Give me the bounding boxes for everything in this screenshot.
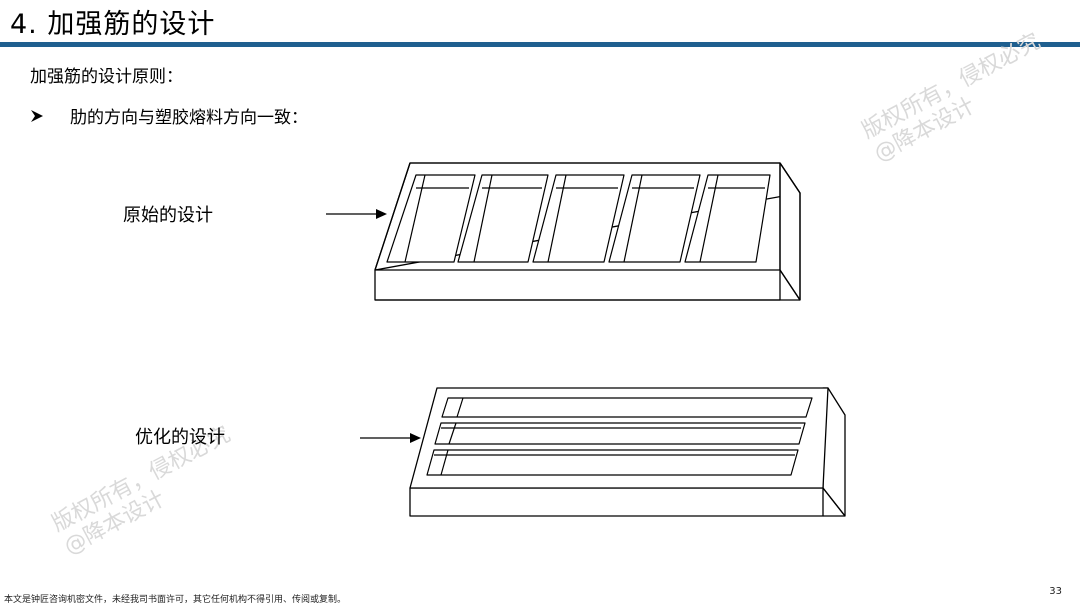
arrow-bullet-icon	[31, 109, 43, 122]
watermark-top-right: 版权所有，侵权必究 @降本设计	[858, 29, 1058, 169]
bullet-text: 肋的方向与塑胶熔料方向一致：	[70, 108, 308, 128]
original-design-label: 原始的设计	[123, 205, 213, 226]
optimized-design-label: 优化的设计	[135, 427, 225, 448]
optimized-design-drawing	[409, 387, 846, 517]
confidentiality-notice: 本文是钟匠咨询机密文件，未经我司书面许可，其它任何机构不得引用、传阅或复制。	[4, 595, 347, 605]
slide-title: 4. 加强筋的设计	[10, 9, 216, 40]
design-principles-heading: 加强筋的设计原则：	[30, 67, 183, 87]
pointer-arrow-icon	[326, 209, 387, 219]
pointer-arrow-icon	[360, 433, 421, 443]
page-number: 33	[1049, 586, 1062, 597]
title-underline-bar	[0, 42, 1080, 47]
original-design-drawing	[374, 162, 801, 301]
bullet-item: 肋的方向与塑胶熔料方向一致：	[30, 103, 308, 128]
